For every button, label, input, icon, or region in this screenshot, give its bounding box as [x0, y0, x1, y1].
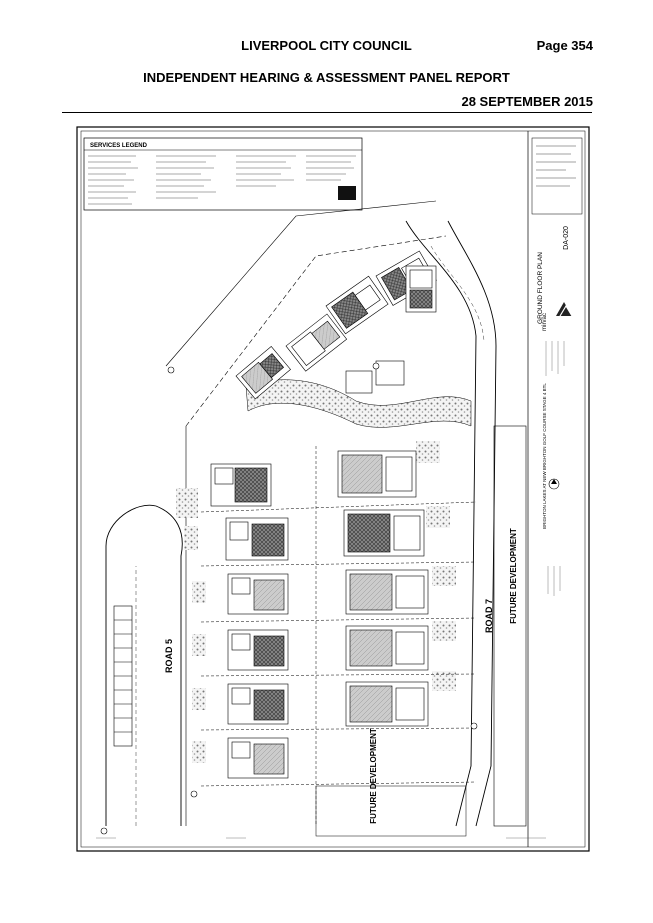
future-development-right: FUTURE DEVELOPMENT — [493, 425, 527, 827]
right-dwellings — [337, 450, 429, 727]
firm-name: mirvac — [542, 313, 548, 331]
project-name: BRIGHTON LAKES AT NEW BRIGHTON GOLF COUR… — [542, 383, 547, 529]
sheet-title: GROUND FLOOR PLAN — [537, 252, 544, 324]
parking-stalls — [113, 605, 133, 747]
road-5 — [105, 504, 183, 826]
page-number: Page 354 — [536, 38, 593, 53]
legend-title: SERVICES LEGEND — [90, 143, 148, 149]
road-7 — [405, 220, 497, 827]
services-legend: SERVICES LEGEND — [83, 137, 363, 211]
road-5-label: ROAD 5 — [164, 639, 174, 673]
upper-dwellings — [235, 250, 437, 400]
left-dwellings — [210, 463, 289, 779]
road-7-label: ROAD 7 — [484, 599, 494, 633]
sheet-number: DA-020 — [563, 226, 570, 250]
header-rule — [62, 112, 592, 113]
svg-text:FUTURE DEVELOPMENT: FUTURE DEVELOPMENT — [509, 528, 518, 624]
survey-markers — [100, 362, 478, 835]
report-title: INDEPENDENT HEARING & ASSESSMENT PANEL R… — [143, 70, 510, 85]
title-block: DA-020 GROUND FLOOR PLAN mirvac BRIGHTON… — [527, 131, 583, 847]
landscape-gravel — [176, 379, 472, 763]
sheet-border — [76, 126, 590, 852]
svg-text:FUTURE DEVELOPMENT: FUTURE DEVELOPMENT — [369, 728, 378, 824]
report-date: 28 SEPTEMBER 2015 — [461, 94, 593, 109]
firm-logo — [556, 302, 573, 317]
council-name: LIVERPOOL CITY COUNCIL — [241, 38, 412, 53]
future-development-bottom: FUTURE DEVELOPMENT — [315, 728, 467, 837]
site-plan-drawing: SERVICES LEGEND DA-020 GROUND FLOOR PLAN… — [76, 126, 590, 852]
